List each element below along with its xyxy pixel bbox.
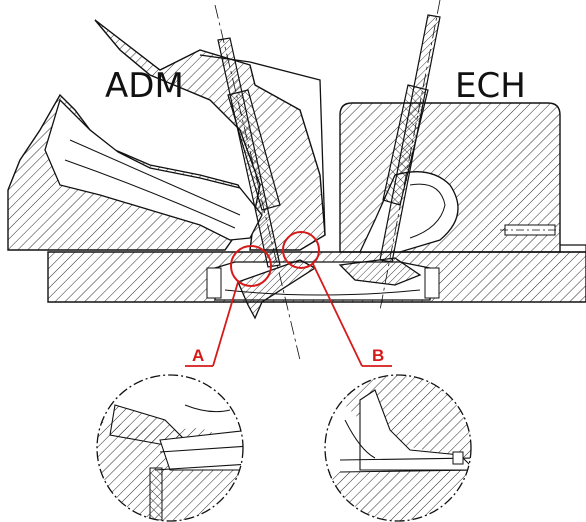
exhaust-label: ECH (455, 66, 526, 106)
detail-b-label: B (372, 346, 384, 365)
intake-head-block (7, 19, 326, 251)
detail-a-label: A (192, 346, 204, 365)
detail-view-a (96, 374, 244, 522)
exhaust-head-block (339, 102, 586, 253)
intake-label: ADM (105, 66, 184, 106)
detail-a-callout: A (185, 245, 272, 367)
detail-view-b (324, 374, 472, 522)
detail-b-marker (282, 231, 320, 269)
detail-b-callout: B (282, 231, 392, 367)
detail-a-marker (230, 245, 272, 287)
intake-valve (214, 4, 317, 361)
exhaust-valve (338, 0, 441, 311)
